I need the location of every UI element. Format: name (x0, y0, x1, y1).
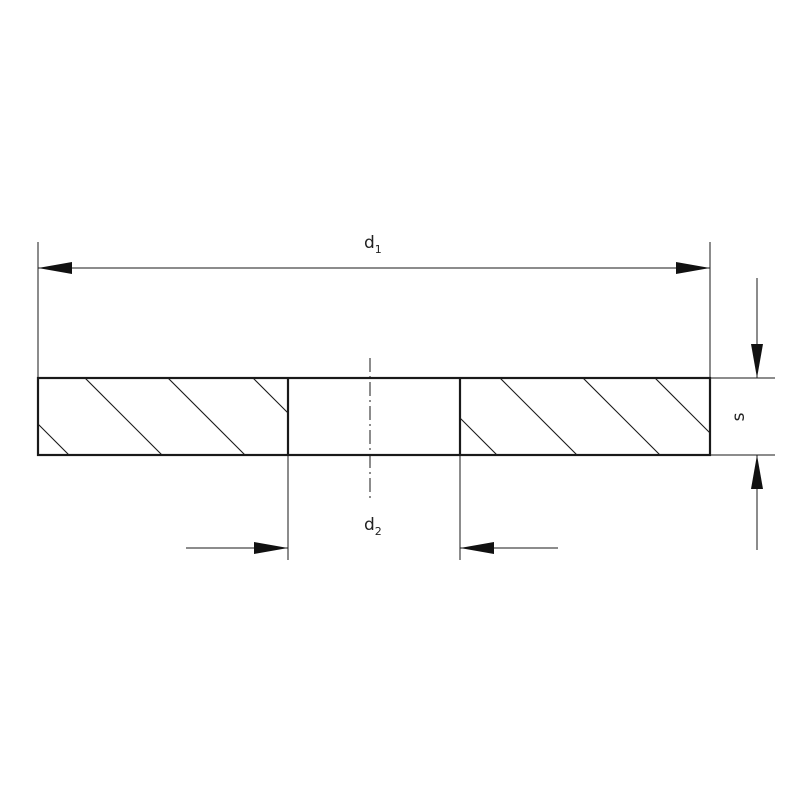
label-d2: d2 (364, 515, 382, 538)
hatching-right (460, 378, 710, 455)
label-d2-symbol: d (364, 515, 375, 535)
label-d1: d1 (364, 233, 382, 256)
label-s: s (729, 412, 749, 421)
dimension-d2: d2 (186, 455, 558, 560)
dimension-d1: d1 (37, 233, 711, 378)
arrowhead-d2-left (254, 542, 288, 554)
arrowhead-d1-left (38, 262, 72, 274)
label-d2-index: 2 (375, 525, 382, 538)
arrowhead-d2-right (460, 542, 494, 554)
arrowhead-s-bottom (751, 455, 763, 489)
washer-section-outline (36, 376, 712, 457)
label-d1-symbol: d (364, 233, 375, 253)
dimension-s: s (710, 278, 775, 550)
hatching-left (38, 378, 288, 455)
arrowhead-s-top (751, 344, 763, 378)
arrowhead-d1-right (676, 262, 710, 274)
label-d1-index: 1 (375, 243, 382, 256)
